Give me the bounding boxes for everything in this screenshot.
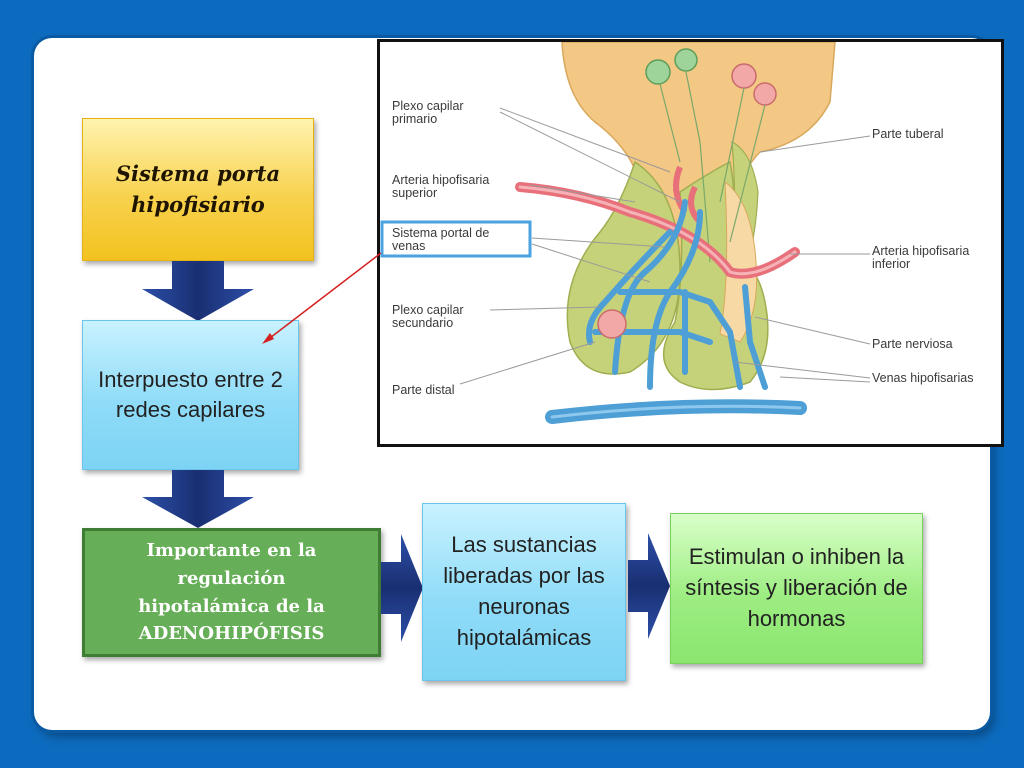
label-parte-nerviosa: Parte nerviosa (872, 337, 953, 351)
down-arrow-1 (142, 261, 254, 321)
importante-line-4: ADENOHIPÓFISIS (138, 623, 325, 645)
sustancias-text: Las sustancias liberadas por las neurona… (443, 532, 605, 650)
sistema-porta-text: Sistema porta hipofisiario (115, 161, 281, 217)
interpuesto-text: Interpuesto entre 2 redes capilares (98, 367, 283, 422)
label-plexo-primario: Plexo capilar primario (392, 99, 464, 127)
label-parte-tuberal: Parte tuberal (872, 127, 944, 141)
label-venas-hipofisarias: Venas hipofisarias (872, 371, 974, 385)
importante-line-3: hipotalámica de la (138, 595, 325, 617)
importante-box: Importante en la regulación hipotalámica… (82, 528, 381, 657)
right-arrow-1 (381, 534, 423, 642)
down-arrow-2 (142, 470, 254, 528)
label-arteria-superior: Arteria hipofisaria superior (392, 173, 490, 201)
label-sistema-portal: Sistema portal de venas (392, 226, 490, 254)
sistema-porta-box: Sistema porta hipofisiario (82, 118, 314, 261)
label-arteria-inferior: Arteria hipofisaria inferior (872, 244, 970, 272)
right-arrow-2 (628, 533, 670, 639)
pituitary-figure: Plexo capilar primario Arteria hipofisar… (377, 39, 1004, 447)
label-parte-distal: Parte distal (392, 383, 455, 397)
pituitary-illustration (380, 42, 871, 424)
sustancias-box: Las sustancias liberadas por las neurona… (422, 503, 626, 681)
interpuesto-box: Interpuesto entre 2 redes capilares (82, 320, 299, 470)
label-plexo-secundario: Plexo capilar secundario (392, 303, 464, 331)
importante-line-1: Importante en la (146, 539, 317, 561)
estimulan-text: Estimulan o inhiben la síntesis y libera… (685, 544, 908, 631)
estimulan-box: Estimulan o inhiben la síntesis y libera… (670, 513, 923, 664)
importante-line-2: regulación (177, 567, 286, 589)
